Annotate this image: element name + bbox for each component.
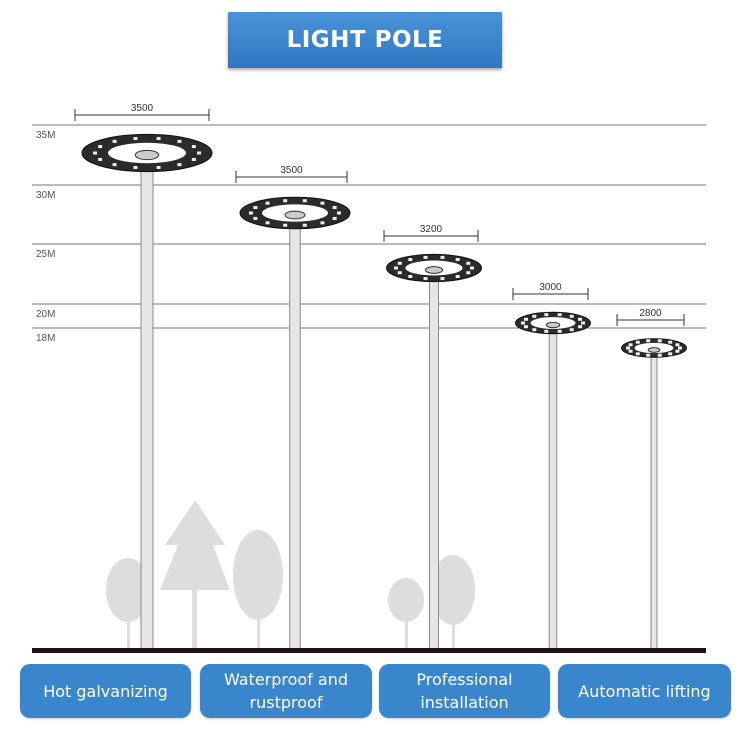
page-title: LIGHT POLE xyxy=(228,12,502,68)
light-pole-30M: 3500 xyxy=(235,165,351,651)
width-dimension: 3000 xyxy=(512,282,589,300)
feature-automatic-lifting: Automatic lifting xyxy=(558,664,731,718)
lamp-head-icon xyxy=(515,311,591,335)
pole-shaft xyxy=(650,349,658,651)
height-label: 18M xyxy=(36,333,55,344)
pole-shaft xyxy=(289,214,301,651)
height-label: 20M xyxy=(36,309,55,320)
width-label: 3000 xyxy=(539,282,562,293)
lamp-head-icon xyxy=(386,253,482,283)
tree-icon xyxy=(233,530,283,650)
width-label: 3500 xyxy=(131,103,154,114)
light-pole-18M: 2800 xyxy=(616,308,687,651)
light-pole-25M: 3200 xyxy=(383,224,482,651)
lamp-head-icon xyxy=(621,338,687,358)
width-label: 3200 xyxy=(420,224,443,235)
width-dimension: 3500 xyxy=(235,165,348,183)
tree-icon xyxy=(388,578,424,650)
trees-decoration xyxy=(106,500,475,650)
lamp-head-icon xyxy=(239,196,351,230)
lamp-head-icon xyxy=(81,133,213,173)
width-dimension: 3500 xyxy=(74,103,210,121)
height-label: 30M xyxy=(36,190,55,201)
width-label: 2800 xyxy=(639,308,662,319)
feature-waterproof: Waterproof and rustproof xyxy=(200,664,372,718)
light-pole-20M: 3000 xyxy=(512,282,591,651)
width-dimension: 3200 xyxy=(383,224,479,242)
pole-shaft xyxy=(429,269,439,651)
height-label: 35M xyxy=(36,130,55,141)
feature-installation: Professional installation xyxy=(379,664,550,718)
height-label: 25M xyxy=(36,249,55,260)
pole-shaft xyxy=(548,324,558,651)
ground-line xyxy=(32,648,706,653)
width-dimension: 2800 xyxy=(616,308,685,326)
feature-hot-galvanizing: Hot galvanizing xyxy=(20,664,191,718)
light-pole-35M: 3500 xyxy=(74,103,213,651)
tree-icon xyxy=(160,500,230,650)
tree-icon xyxy=(106,558,150,650)
width-label: 3500 xyxy=(280,165,303,176)
tree-icon xyxy=(431,555,475,650)
pole-shaft xyxy=(140,154,154,651)
